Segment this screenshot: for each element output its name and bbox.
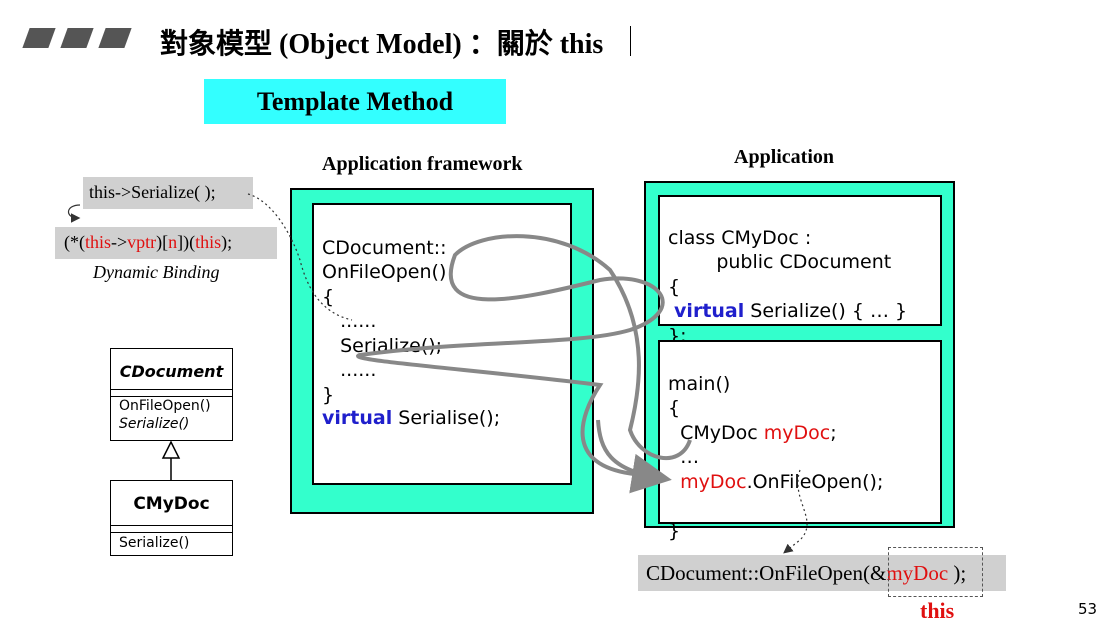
binding-arrow: -> xyxy=(111,232,128,252)
code-line: { xyxy=(668,275,681,298)
virtual-keyword: virtual xyxy=(322,407,393,429)
binding-this2: this xyxy=(195,232,222,252)
uml-divider xyxy=(111,389,232,396)
code-line: public CDocument xyxy=(668,251,892,273)
code-line: CDocument:: xyxy=(322,236,447,259)
binding-line2-box xyxy=(55,227,277,259)
code-line: … xyxy=(668,445,883,470)
binding-n: n xyxy=(168,232,178,252)
binding-line2: (*(this->vptr)[n])(this); xyxy=(64,232,232,253)
title-bullet-2 xyxy=(60,28,94,48)
virtual-rest: Serialize() { … } xyxy=(744,300,908,322)
uml-base-method1: OnFileOpen() xyxy=(119,398,211,414)
call-amp: & xyxy=(869,561,887,585)
binding-curl-icon xyxy=(67,204,81,223)
slide-title: 對象模型 (Object Model) ：關於 this xyxy=(160,29,604,60)
call-arg: myDoc xyxy=(886,561,949,585)
call-suffix: ); xyxy=(948,561,967,585)
code-line: OnFileOpen() xyxy=(322,261,447,283)
binding-line1-box xyxy=(83,177,253,209)
binding-idx-close: ])( xyxy=(177,232,196,252)
class-code-box xyxy=(658,195,942,326)
code-line: Serialize(); xyxy=(322,334,443,357)
page-number: 53 xyxy=(1078,600,1098,618)
code-line: class CMyDoc : xyxy=(668,226,812,249)
application-heading: Application xyxy=(734,146,835,168)
call-rest: .OnFileOpen(); xyxy=(746,470,884,493)
decl-var: myDoc xyxy=(763,421,831,444)
uml-base-method2: Serialize() xyxy=(119,416,190,432)
this-highlight-box xyxy=(888,547,983,597)
virtual-rest: Serialise(); xyxy=(392,407,501,429)
template-method-box: Template Method xyxy=(204,79,506,124)
binding-prefix: (*( xyxy=(64,232,85,252)
uml-derived-name: CMyDoc xyxy=(133,494,210,514)
code-line xyxy=(668,494,883,519)
decl-end: ; xyxy=(830,421,837,444)
uml-divider xyxy=(111,532,232,533)
framework-virtual-line: virtual Serialise(); xyxy=(322,406,500,431)
code-line: { xyxy=(322,285,335,308)
title-bullet-1 xyxy=(22,28,56,48)
title-bullet-3 xyxy=(98,28,132,48)
dots: … xyxy=(680,446,700,468)
uml-divider xyxy=(111,525,232,532)
call-prefix: CDocument::OnFileOpen( xyxy=(646,561,870,585)
bottom-call: CDocument::OnFileOpen(&myDoc ); xyxy=(646,561,966,586)
framework-heading: Application framework xyxy=(322,153,523,175)
binding-this: this xyxy=(85,232,112,252)
inheritance-arrow-icon xyxy=(161,440,181,459)
uml-derived-class: CMyDoc Serialize() xyxy=(110,480,233,556)
bottom-call-box xyxy=(638,555,1006,591)
uml-base-class: CDocument OnFileOpen() Serialize() xyxy=(110,348,233,441)
code-line: } xyxy=(668,519,681,542)
code-line: ...... xyxy=(322,359,377,381)
code-line: virtual Serialize() { … } xyxy=(668,299,907,324)
decl-type: CMyDoc xyxy=(680,421,764,444)
code-line: { xyxy=(668,397,681,419)
code-line: } xyxy=(322,383,335,406)
this-label: this xyxy=(920,598,955,623)
binding-idx-open: )[ xyxy=(156,232,169,252)
binding-line1: this->Serialize( ); xyxy=(89,182,216,202)
virtual-keyword: virtual xyxy=(674,300,745,322)
uml-base-name: CDocument xyxy=(119,362,224,381)
uml-derived-method: Serialize() xyxy=(119,535,190,551)
call-var: myDoc xyxy=(680,470,747,493)
binding-end: ); xyxy=(221,232,233,252)
binding-vptr: vptr xyxy=(127,232,157,252)
framework-code: CDocument::OnFileOpen(){ ...... Serializ… xyxy=(322,211,447,432)
text-cursor xyxy=(630,26,631,56)
code-line: ...... xyxy=(322,310,377,332)
dynamic-binding-label: Dynamic Binding xyxy=(93,262,220,282)
uml-divider xyxy=(111,396,232,397)
code-line: CMyDoc myDoc; xyxy=(668,421,883,446)
code-line: main() xyxy=(668,372,731,395)
main-code: main(){ CMyDoc myDoc; … myDoc.OnFileOpen… xyxy=(668,347,883,568)
code-line: myDoc.OnFileOpen(); xyxy=(668,470,883,495)
